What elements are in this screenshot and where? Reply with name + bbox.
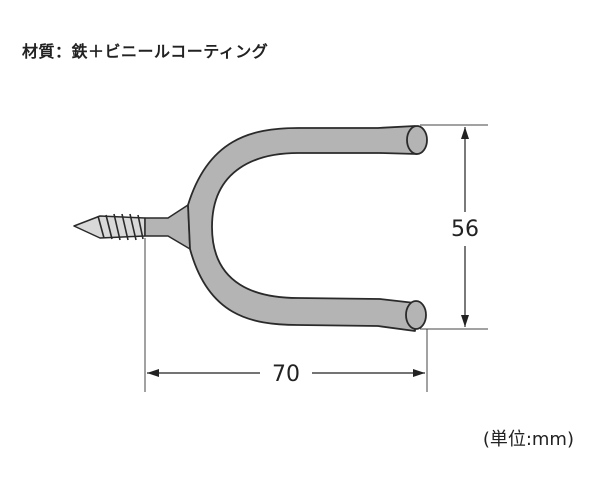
unit-note: (単位:mm) bbox=[482, 429, 574, 450]
material-separator: ： bbox=[55, 42, 72, 61]
bottom-arm-end bbox=[405, 300, 427, 330]
top-arm-end bbox=[406, 125, 428, 155]
hook-shank bbox=[144, 204, 191, 250]
material-spec: 材質：鉄＋ビニールコーティング bbox=[22, 38, 268, 62]
hook-body bbox=[187, 125, 418, 332]
width-dimension: 70 bbox=[147, 362, 425, 387]
extension-lines bbox=[144, 124, 488, 392]
screw-thread bbox=[73, 213, 146, 241]
height-value: 56 bbox=[451, 217, 479, 242]
material-label: 材質 bbox=[22, 42, 56, 61]
width-value: 70 bbox=[272, 362, 300, 387]
material-value: 鉄＋ビニールコーティング bbox=[71, 42, 269, 61]
height-dimension: 56 bbox=[451, 127, 479, 327]
